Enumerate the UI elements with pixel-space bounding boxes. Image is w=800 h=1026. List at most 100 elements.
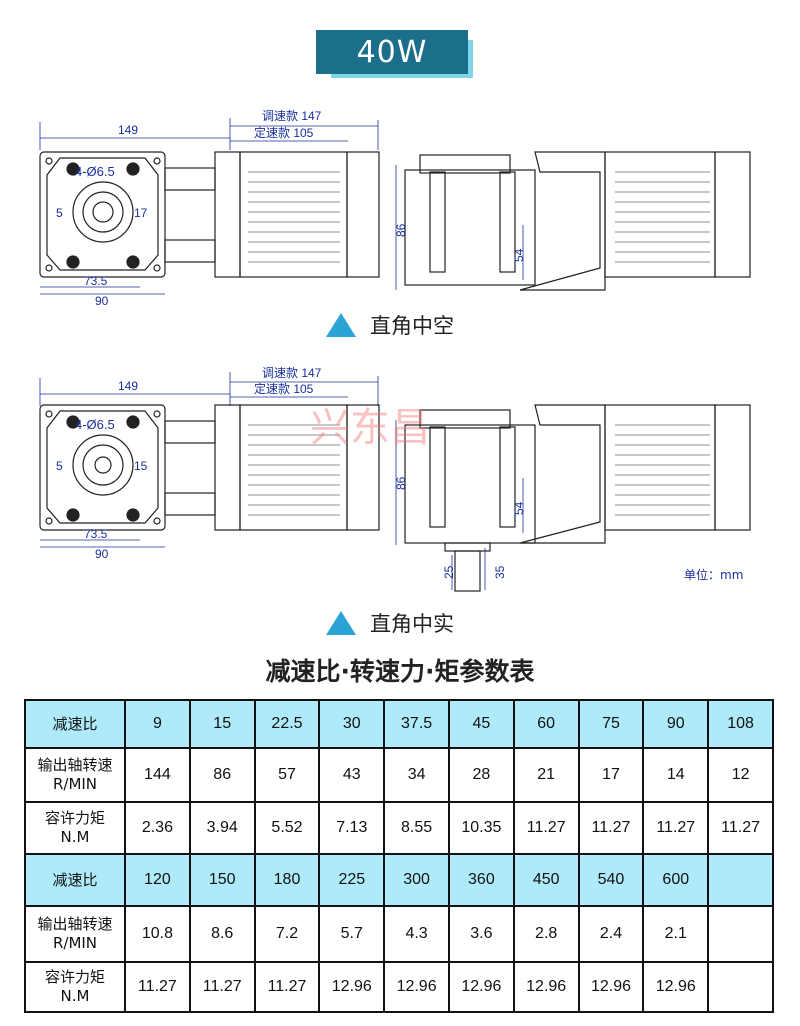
table-cell: 540: [577, 853, 645, 907]
table-cell: 12.96: [447, 961, 515, 1013]
title-banner: 40W: [0, 0, 800, 100]
dim-shaft-right: 17: [134, 206, 148, 220]
table-cell: 14: [642, 747, 710, 803]
page-title: 40W: [316, 30, 468, 74]
table-cell: 21: [512, 747, 580, 803]
table-cell: 3.94: [188, 801, 256, 855]
table-cell: [707, 853, 774, 907]
dim-fixed: 定速款 105: [254, 125, 314, 140]
dim-adjust: 调速款 147: [262, 366, 322, 380]
triangle-icon: [326, 611, 356, 635]
caption-solid-text: 直角中实: [370, 612, 454, 636]
table-cell: 120: [124, 853, 191, 907]
table-cell: 11.27: [124, 961, 191, 1013]
table-cell: 11.27: [512, 801, 580, 855]
dim-hole: 4-Ø6.5: [75, 417, 115, 432]
table-cell: 144: [124, 747, 191, 803]
table-cell: [707, 961, 774, 1013]
table-cell: 10.35: [447, 801, 515, 855]
table-cell: 11.27: [188, 961, 256, 1013]
table-cell: 4.3: [383, 905, 450, 963]
dim-shaft-left: 5: [56, 206, 63, 220]
table-cell: 3.6: [447, 905, 515, 963]
table-title: 减速比·转速力·矩参数表: [265, 657, 535, 686]
table-cell: 108: [707, 699, 774, 749]
triangle-icon: [326, 313, 356, 337]
table-cell: 45: [447, 699, 515, 749]
dim-86: 86: [394, 223, 408, 237]
table-cell: 12.96: [512, 961, 580, 1013]
table-cell: 2.4: [577, 905, 645, 963]
row-label: 减速比: [24, 699, 126, 749]
table-cell: 12.96: [318, 961, 386, 1013]
table-cell: 17: [577, 747, 645, 803]
dim-35: 35: [493, 565, 507, 579]
watermark-text: 兴东昌: [310, 405, 430, 451]
table-cell: 75: [577, 699, 645, 749]
table-cell: 43: [318, 747, 386, 803]
table-cell: 37.5: [383, 699, 450, 749]
table-cell: 300: [383, 853, 450, 907]
caption-hollow-text: 直角中空: [370, 314, 454, 338]
dim-86: 86: [394, 476, 408, 490]
table-cell: 57: [253, 747, 321, 803]
dim-total: 149: [118, 379, 138, 393]
row-label: 减速比: [24, 853, 126, 907]
table-cell: 450: [512, 853, 580, 907]
table-cell: 28: [447, 747, 515, 803]
table-cell: 15: [188, 699, 256, 749]
table-cell: 5.7: [318, 905, 386, 963]
table-cell: 180: [253, 853, 321, 907]
dim-hole: 4-Ø6.5: [75, 164, 115, 179]
table-cell: 60: [512, 699, 580, 749]
table-cell: 90: [642, 699, 710, 749]
table-cell: 12: [707, 747, 774, 803]
table-cell: 2.1: [642, 905, 710, 963]
table-cell: 11.27: [253, 961, 321, 1013]
table-cell: [707, 905, 774, 963]
unit-label: 单位：mm: [684, 568, 744, 582]
dim-25: 25: [442, 565, 456, 579]
dim-fixed: 定速款 105: [254, 381, 314, 396]
table-cell: 12.96: [577, 961, 645, 1013]
dim-total: 149: [118, 123, 138, 137]
table-cell: 360: [447, 853, 515, 907]
table-cell: 5.52: [253, 801, 321, 855]
table-cell: 11.27: [707, 801, 774, 855]
table-cell: 11.27: [577, 801, 645, 855]
diagram-solid-shaft: 149 调速款 147 定速款 105 4-Ø6.5 5 15 73.5 90 …: [39, 366, 751, 592]
table-cell: 8.55: [383, 801, 450, 855]
dim-735: 73.5: [84, 527, 108, 541]
dim-54: 54: [512, 501, 526, 515]
table-cell: 10.8: [124, 905, 191, 963]
dim-shaft-left: 5: [56, 459, 63, 473]
dim-shaft-right: 15: [134, 459, 148, 473]
table-cell: 9: [124, 699, 191, 749]
table-cell: 22.5: [253, 699, 321, 749]
caption-hollow: 直角中空: [326, 310, 454, 340]
table-cell: 11.27: [642, 801, 710, 855]
table-cell: 30: [318, 699, 386, 749]
table-cell: 34: [383, 747, 450, 803]
table-cell: 7.2: [253, 905, 321, 963]
dim-90: 90: [95, 294, 109, 305]
table-cell: 225: [318, 853, 386, 907]
table-cell: 600: [642, 853, 710, 907]
dim-735: 73.5: [84, 274, 108, 288]
dim-54: 54: [512, 248, 526, 262]
table-cell: 12.96: [642, 961, 710, 1013]
dim-90: 90: [95, 547, 109, 561]
caption-solid: 直角中实: [326, 608, 454, 638]
table-cell: 8.6: [188, 905, 256, 963]
table-cell: 2.36: [124, 801, 191, 855]
